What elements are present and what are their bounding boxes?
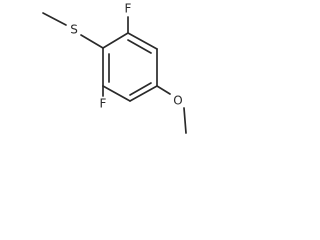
ring-double-bond-c4-c5: [129, 82, 152, 96]
bond-oxygen-methyl: [183, 107, 187, 134]
ring-bond-c4-c5: [129, 85, 158, 102]
sulfur-label: S: [70, 23, 78, 37]
molecule-diagram: F S F O: [42, 2, 187, 134]
bond-c1-sulfur: [80, 34, 104, 49]
bond-sulfur-methyl: [42, 12, 67, 26]
fluorine-top-label: F: [125, 2, 132, 16]
ring-double-bond-c2-c3: [127, 39, 152, 54]
fluorine-bottom-label: F: [100, 97, 107, 111]
ring-bond-c5-c6: [102, 85, 131, 102]
oxygen-label: O: [173, 94, 182, 108]
bond-c4-oxygen: [156, 85, 171, 95]
ring-bond-c1-c2: [102, 32, 129, 49]
ring-bond-c2-c3: [127, 32, 158, 50]
